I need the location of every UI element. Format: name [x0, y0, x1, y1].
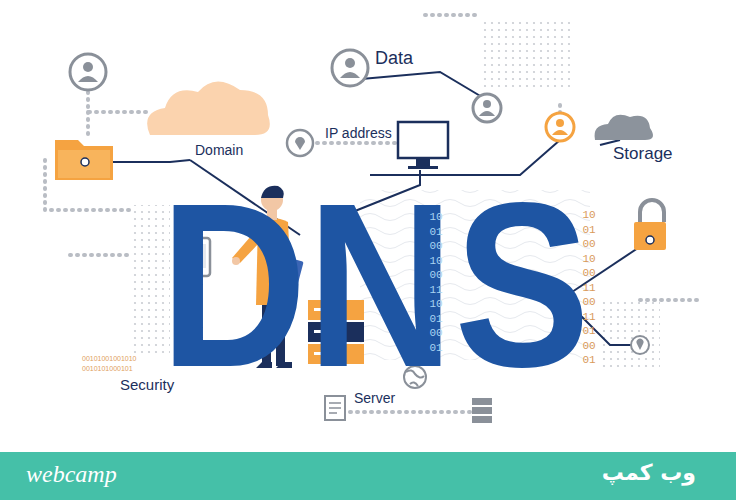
- dot-grid: [600, 300, 660, 370]
- server-label: Server: [352, 390, 397, 406]
- cloud: [147, 81, 270, 135]
- user-icon: [332, 50, 368, 86]
- lock-icon: [634, 200, 666, 250]
- security-label: Security: [118, 376, 176, 393]
- storage-label: Storage: [611, 144, 675, 164]
- brand-band: webcamp وب کمپ: [0, 452, 736, 500]
- binary-text: 00101001001010: [82, 355, 137, 362]
- dns-title: DNS: [160, 168, 590, 402]
- domain-label: Domain: [193, 142, 245, 158]
- binary-column: 10 01 00 10 00 11 10 01 00 01: [429, 210, 443, 355]
- cloud: [595, 115, 654, 140]
- data-label: Data: [373, 48, 415, 69]
- location-pin: [631, 336, 649, 354]
- brand-latin: webcamp: [26, 461, 117, 488]
- dot-grid: [480, 20, 570, 90]
- monitor-icon: [398, 122, 448, 169]
- user-icon: [473, 94, 501, 122]
- folder-icon: [55, 140, 113, 180]
- dotted-lines: [45, 15, 700, 412]
- user-icon: [70, 54, 106, 90]
- ip-label: IP address: [323, 125, 394, 141]
- brand-persian: وب کمپ: [602, 460, 696, 485]
- user-icon: [546, 113, 574, 141]
- binary-text: 0010101000101: [82, 365, 133, 372]
- location-pin: [287, 130, 313, 156]
- binary-column: 10 01 00 10 00 11 00 11 01 00 01: [582, 208, 596, 368]
